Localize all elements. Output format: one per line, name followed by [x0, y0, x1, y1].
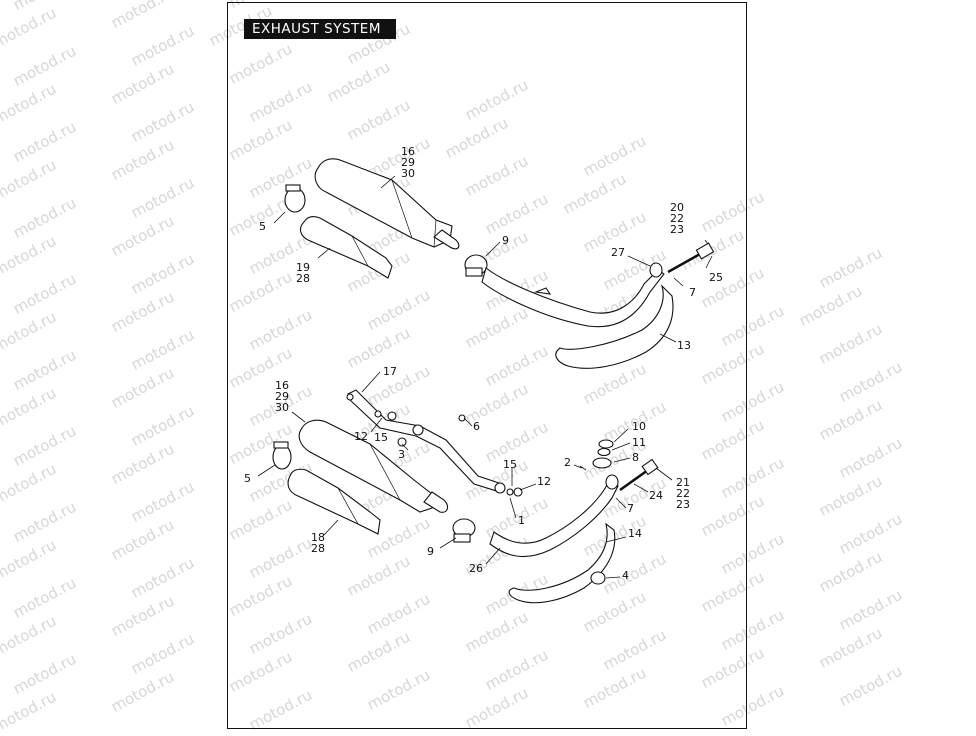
callout-16-29-30-upper: 16 29 30: [398, 146, 418, 179]
upper-clamp: [284, 184, 306, 213]
callout-22: 22: [676, 487, 690, 500]
lower-header-pipe: [489, 474, 619, 557]
callout-14: 14: [628, 527, 642, 540]
callout-29: 29: [275, 390, 289, 403]
upper-heat-shield: [555, 284, 674, 369]
callout-6: 6: [473, 420, 480, 433]
callout-15-right: 15: [503, 458, 517, 471]
upper-muffler: [314, 158, 460, 250]
callout-23: 23: [676, 498, 690, 511]
leader-lines: [257, 175, 713, 579]
upper-clamp-9: [464, 254, 488, 277]
lower-clamp-9: [452, 518, 476, 543]
callout-28: 28: [296, 272, 310, 285]
gasket-stack: [592, 439, 614, 469]
callout-3: 3: [398, 448, 405, 461]
lower-bracket: [346, 389, 506, 494]
callout-7-lower: 7: [627, 502, 634, 515]
callout-27: 27: [611, 246, 625, 259]
callout-7-upper: 7: [689, 286, 696, 299]
callout-13: 13: [677, 339, 691, 352]
callout-15-left: 15: [374, 431, 388, 444]
callout-1: 1: [518, 514, 525, 527]
callout-30: 30: [401, 167, 415, 180]
callout-23: 23: [670, 223, 684, 236]
callout-12-left: 12: [354, 430, 368, 443]
upper-o2-sensor: [667, 242, 715, 274]
lower-heat-shield: [508, 522, 616, 604]
callout-12-right: 12: [537, 475, 551, 488]
callout-16-29-30-lower: 16 29 30: [272, 380, 292, 413]
callout-2: 2: [564, 456, 571, 469]
callout-22: 22: [670, 212, 684, 225]
callout-9-upper: 9: [502, 234, 509, 247]
callout-29: 29: [401, 156, 415, 169]
callout-21-22-23: 21 22 23: [673, 477, 693, 510]
upper-header-pipe: [481, 262, 665, 328]
callout-25: 25: [709, 271, 723, 284]
page-title: EXHAUST SYSTEM: [244, 19, 396, 39]
callout-18-28: 18 28: [308, 532, 328, 554]
callout-20: 20: [670, 201, 684, 214]
callout-21: 21: [676, 476, 690, 489]
callout-24: 24: [649, 489, 663, 502]
callout-19: 19: [296, 261, 310, 274]
callout-18: 18: [311, 531, 325, 544]
lower-muffler: [298, 419, 449, 513]
callout-5-upper: 5: [259, 220, 266, 233]
callout-5-lower: 5: [244, 472, 251, 485]
callout-4: 4: [622, 569, 629, 582]
callout-10: 10: [632, 420, 646, 433]
callout-19-28: 19 28: [293, 262, 313, 284]
callout-16: 16: [401, 145, 415, 158]
diagram-frame: [227, 2, 747, 729]
lower-clamp: [272, 441, 292, 470]
lower-tip-shield: [287, 468, 381, 535]
upper-tip-shield: [299, 216, 393, 279]
callout-8: 8: [632, 451, 639, 464]
callout-26: 26: [469, 562, 483, 575]
clamp-4: [590, 571, 606, 585]
callout-28: 28: [311, 542, 325, 555]
callout-17: 17: [383, 365, 397, 378]
callout-20-22-23: 20 22 23: [667, 202, 687, 235]
callout-9-lower: 9: [427, 545, 434, 558]
callout-30: 30: [275, 401, 289, 414]
callout-16: 16: [275, 379, 289, 392]
callout-11: 11: [632, 436, 646, 449]
lower-o2-sensor: [619, 458, 659, 492]
